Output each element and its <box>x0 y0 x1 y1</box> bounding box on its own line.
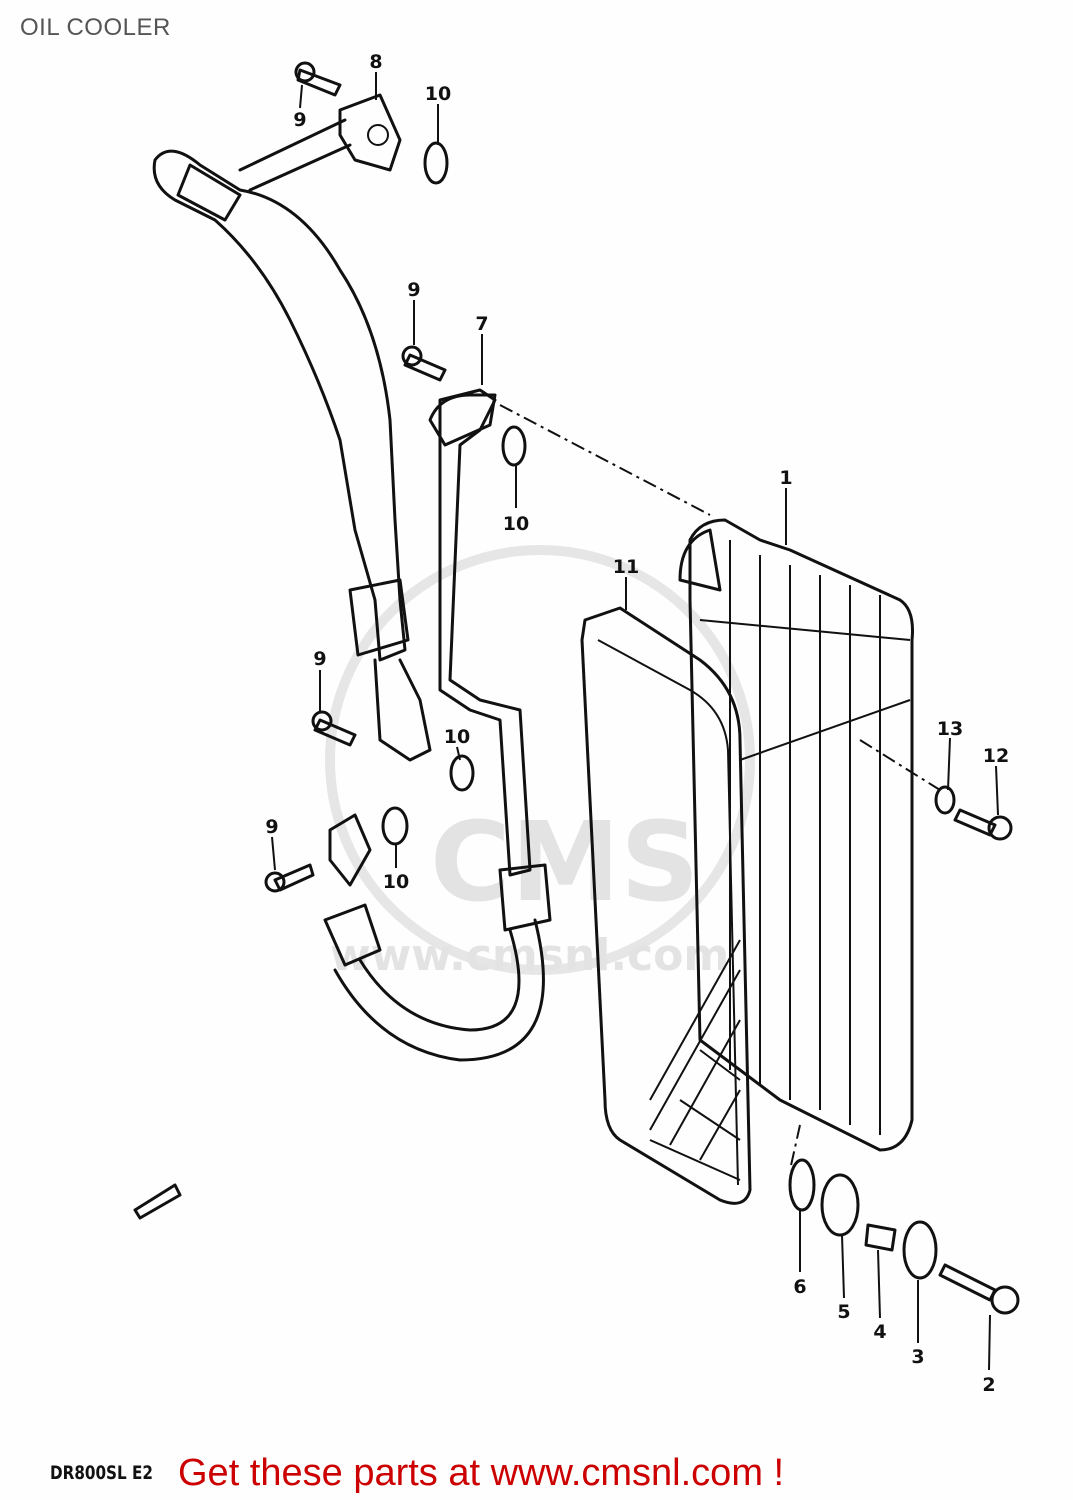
cooler-cover <box>580 606 752 1205</box>
callout-part-10: 10 <box>444 726 470 748</box>
model-code: DR800SL E2 <box>50 1462 153 1484</box>
callout-part-12: 12 <box>983 745 1009 767</box>
svg-text:CMS: CMS <box>430 798 699 926</box>
assembly-lines <box>271 72 999 1371</box>
promo-link[interactable]: Get these parts at www.cmsnl.com ! <box>178 1452 785 1494</box>
callout-part-3: 3 <box>911 1346 924 1368</box>
page-title: OIL COOLER <box>20 14 171 41</box>
callout-part-11: 11 <box>613 556 639 578</box>
callout-part-10: 10 <box>503 513 529 535</box>
callout-part-4: 4 <box>873 1321 886 1343</box>
callout-part-2: 2 <box>982 1374 995 1396</box>
svg-text:www.cmsnl.com: www.cmsnl.com <box>330 930 729 981</box>
callout-part-5: 5 <box>837 1301 850 1323</box>
oil-pipe <box>323 388 552 1062</box>
callout-part-6: 6 <box>793 1276 806 1298</box>
callout-part-9: 9 <box>293 109 306 131</box>
watermark-logo: CMS www.cmsnl.com <box>325 545 755 981</box>
small-parts <box>133 61 1020 1315</box>
callout-part-7: 7 <box>475 313 488 335</box>
callout-part-10: 10 <box>383 871 409 893</box>
oil-cooler-core <box>678 518 914 1152</box>
callout-part-10: 10 <box>425 83 451 105</box>
callout-part-9: 9 <box>265 816 278 838</box>
callout-part-13: 13 <box>937 718 963 740</box>
callout-part-8: 8 <box>369 51 382 73</box>
callout-part-9: 9 <box>313 648 326 670</box>
upper-oil-hose <box>152 93 432 762</box>
callout-part-1: 1 <box>779 467 792 489</box>
callout-part-9: 9 <box>407 279 420 301</box>
